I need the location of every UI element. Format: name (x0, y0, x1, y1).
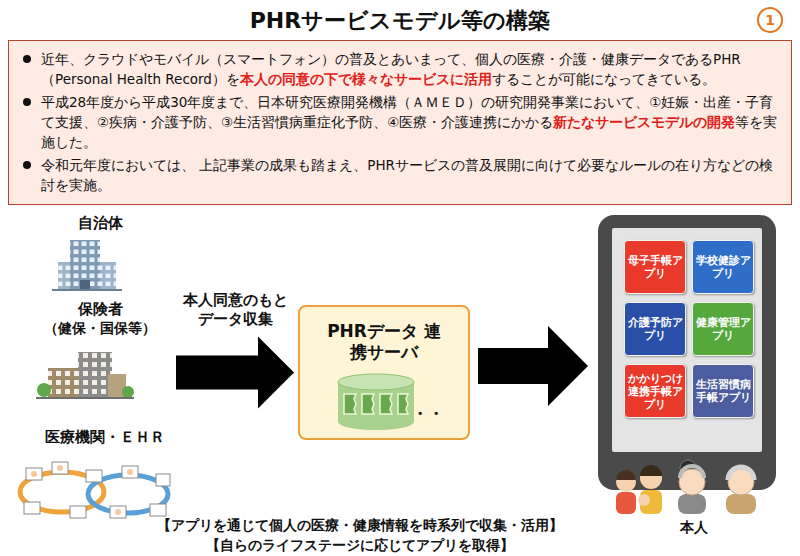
municipal-building (52, 240, 122, 290)
insurer-buildings (36, 352, 134, 398)
app-tile: 健康管理アプリ (692, 302, 754, 356)
node-label: 医療機関・ＥＨＲ (20, 428, 190, 447)
database-cylinder (338, 374, 414, 430)
edge-label: 本人同意のもと データ収集 (176, 291, 294, 329)
bullet-paragraph: 近年、クラウドやモバイル（スマートフォン）の普及とあいまって、個人の医療・介護・… (17, 49, 781, 89)
title: PHRサービスモデル等の構築 (0, 6, 800, 36)
block-arrow (478, 326, 588, 406)
note-ground (8, 40, 792, 205)
bullet-paragraph: 令和元年度においては、 上記事業の成果も踏まえ、PHRサービスの普及展開に向けて… (17, 155, 781, 195)
app-label-wrap: 生活習慣病手帳アプリ (695, 378, 751, 404)
app-tile: 母子手帳アプリ (624, 240, 686, 294)
highlight-text: 本人の同意の下で様々なサービスに活用 (240, 71, 492, 87)
block-arrow (176, 337, 294, 409)
server-ground (298, 305, 470, 440)
node-label: かかりつけ連携手帳アプリ (627, 372, 683, 411)
note-text: 【自らのライフステージに応じてアプリを取得】 (206, 536, 514, 554)
ellipsis-mark: ・・ (412, 405, 444, 423)
node-label: （健保・国保等） (30, 319, 170, 338)
server-box: PHRデータ 連携サーバ (298, 305, 470, 440)
node-label: 健康管理アプリ (695, 316, 751, 342)
app-tile: かかりつけ連携手帳アプリ (624, 364, 686, 418)
note-text: 【アプリを通じて個人の医療・健康情報を時系列で収集・活用】 (157, 516, 563, 534)
app-label-wrap: 健康管理アプリ (695, 316, 751, 342)
person-label: 本人 (680, 518, 708, 536)
node-label: 自治体 (40, 214, 160, 233)
app-label-wrap: かかりつけ連携手帳アプリ (627, 372, 683, 411)
node-label: 介護予防アプリ (627, 316, 683, 342)
node-label: PHRデータ 連携サーバ (319, 321, 449, 363)
highlight-text: 新たなサービスモデルの開発 (553, 114, 735, 130)
app-label-wrap: 母子手帳アプリ (627, 254, 683, 280)
smartphone (598, 215, 776, 490)
app-tile: 学校健診アプリ (692, 240, 754, 294)
app-label-wrap: 学校健診アプリ (695, 254, 751, 280)
node-label: 保険者 (30, 300, 170, 319)
node-label: 学校健診アプリ (695, 254, 751, 280)
source-insurer: 保険者（健保・国保等） (30, 300, 170, 400)
number-circle (758, 8, 782, 32)
node-label: 生活習慣病手帳アプリ (695, 378, 751, 404)
summary-box: 近年、クラウドやモバイル（スマートフォン）の普及とあいまって、個人の医療・介護・… (8, 40, 792, 205)
app-label-wrap: 介護予防アプリ (627, 316, 683, 342)
node-label: 母子手帳アプリ (627, 254, 683, 280)
source-municipality: 自治体 (40, 214, 160, 294)
callout-number: 1 (765, 11, 775, 29)
app-tile: 生活習慣病手帳アプリ (692, 364, 754, 418)
bullet-text: することが可能になってきている。 (492, 71, 716, 87)
source-medical: 医療機関・ＥＨＲ (20, 428, 190, 523)
bullet-text: 令和元年度においては、 上記事業の成果も踏まえ、PHRサービスの普及展開に向けて… (41, 157, 773, 193)
medical-network (20, 462, 170, 518)
app-tile: 介護予防アプリ (624, 302, 686, 356)
bullet-paragraph: 平成28年度から平成30年度まで、日本研究医療開発機構（ＡＭＥＤ）の研究開発事業… (17, 92, 781, 152)
people (616, 465, 756, 514)
